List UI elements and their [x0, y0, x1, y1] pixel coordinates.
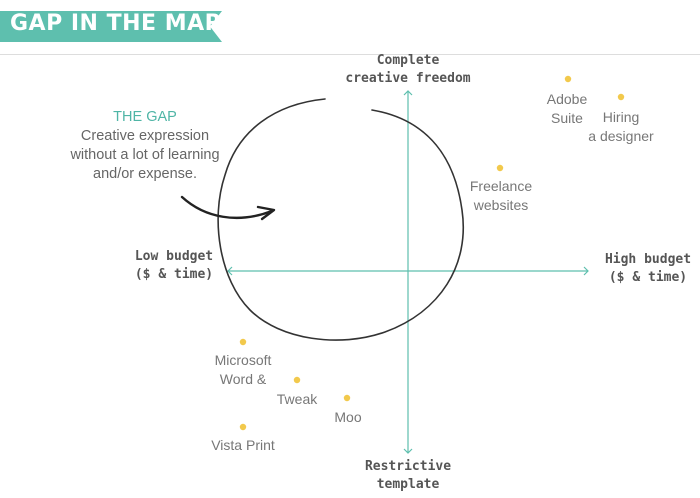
point-label-line: Hiring [602, 109, 640, 125]
point-label-line: Adobe [546, 91, 588, 107]
point-label-line: a designer [588, 127, 654, 144]
point-dot-freelance-websites [496, 164, 504, 172]
title-banner: GAP IN THE MARKET [0, 0, 700, 60]
axis-label-left-line-2: ($ & time) [134, 267, 214, 282]
axis-label-left: Low budget ($ & time) [124, 248, 224, 284]
page-title: GAP IN THE MARKET [10, 11, 271, 36]
point-dots [239, 75, 625, 431]
point-label-line: Tweak [276, 391, 318, 407]
point-dot-tweak [293, 376, 301, 384]
point-dot-adobe-suite [564, 75, 572, 83]
point-label-line: Moo [334, 409, 362, 425]
gap-title: THE GAP [113, 109, 177, 125]
axis-label-bottom: Restrictive template [346, 458, 470, 494]
point-dot-hiring-a-designer [617, 93, 625, 101]
point-label-line: Freelance [469, 178, 533, 194]
point-label-line: Suite [551, 109, 583, 126]
gap-description: Creative expression without a lot of lea… [70, 128, 220, 182]
point-label-line: Microsoft [214, 352, 272, 368]
axis-label-top: Complete creative freedom [326, 52, 490, 88]
gap-arrow-curve [180, 195, 274, 220]
axis-label-bottom-line-2: template [376, 477, 440, 492]
point-label-line: Vista Print [211, 437, 275, 453]
point-label-freelance-websites: Freelance websites [456, 177, 546, 214]
axis-label-right-line-2: ($ & time) [608, 270, 688, 285]
axis-label-right-line-1: High budget [604, 252, 692, 267]
gap-arrow-head [256, 205, 276, 221]
point-dot-vista-print [239, 423, 247, 431]
point-dot-microsoft-word [239, 338, 247, 346]
axis-label-top-line-2: creative freedom [345, 71, 471, 86]
axis-label-bottom-line-1: Restrictive [364, 459, 452, 474]
point-label-moo: Moo [323, 408, 373, 427]
gap-annotation: THE GAP Creative expression without a lo… [64, 108, 226, 184]
point-label-line: websites [473, 196, 529, 213]
point-dot-moo [343, 394, 351, 402]
axis-label-right: High budget ($ & time) [600, 251, 696, 287]
point-label-hiring-a-designer: Hiring a designer [571, 108, 671, 145]
point-label-tweak: Tweak [267, 390, 327, 409]
point-label-vista-print: Vista Print [193, 436, 293, 455]
axis-label-left-line-1: Low budget [134, 249, 214, 264]
axis-label-top-line-1: Complete [376, 53, 440, 68]
point-label-line: Word & [219, 370, 267, 387]
gap-circle [217, 98, 464, 341]
banner-ribbon [0, 11, 700, 55]
